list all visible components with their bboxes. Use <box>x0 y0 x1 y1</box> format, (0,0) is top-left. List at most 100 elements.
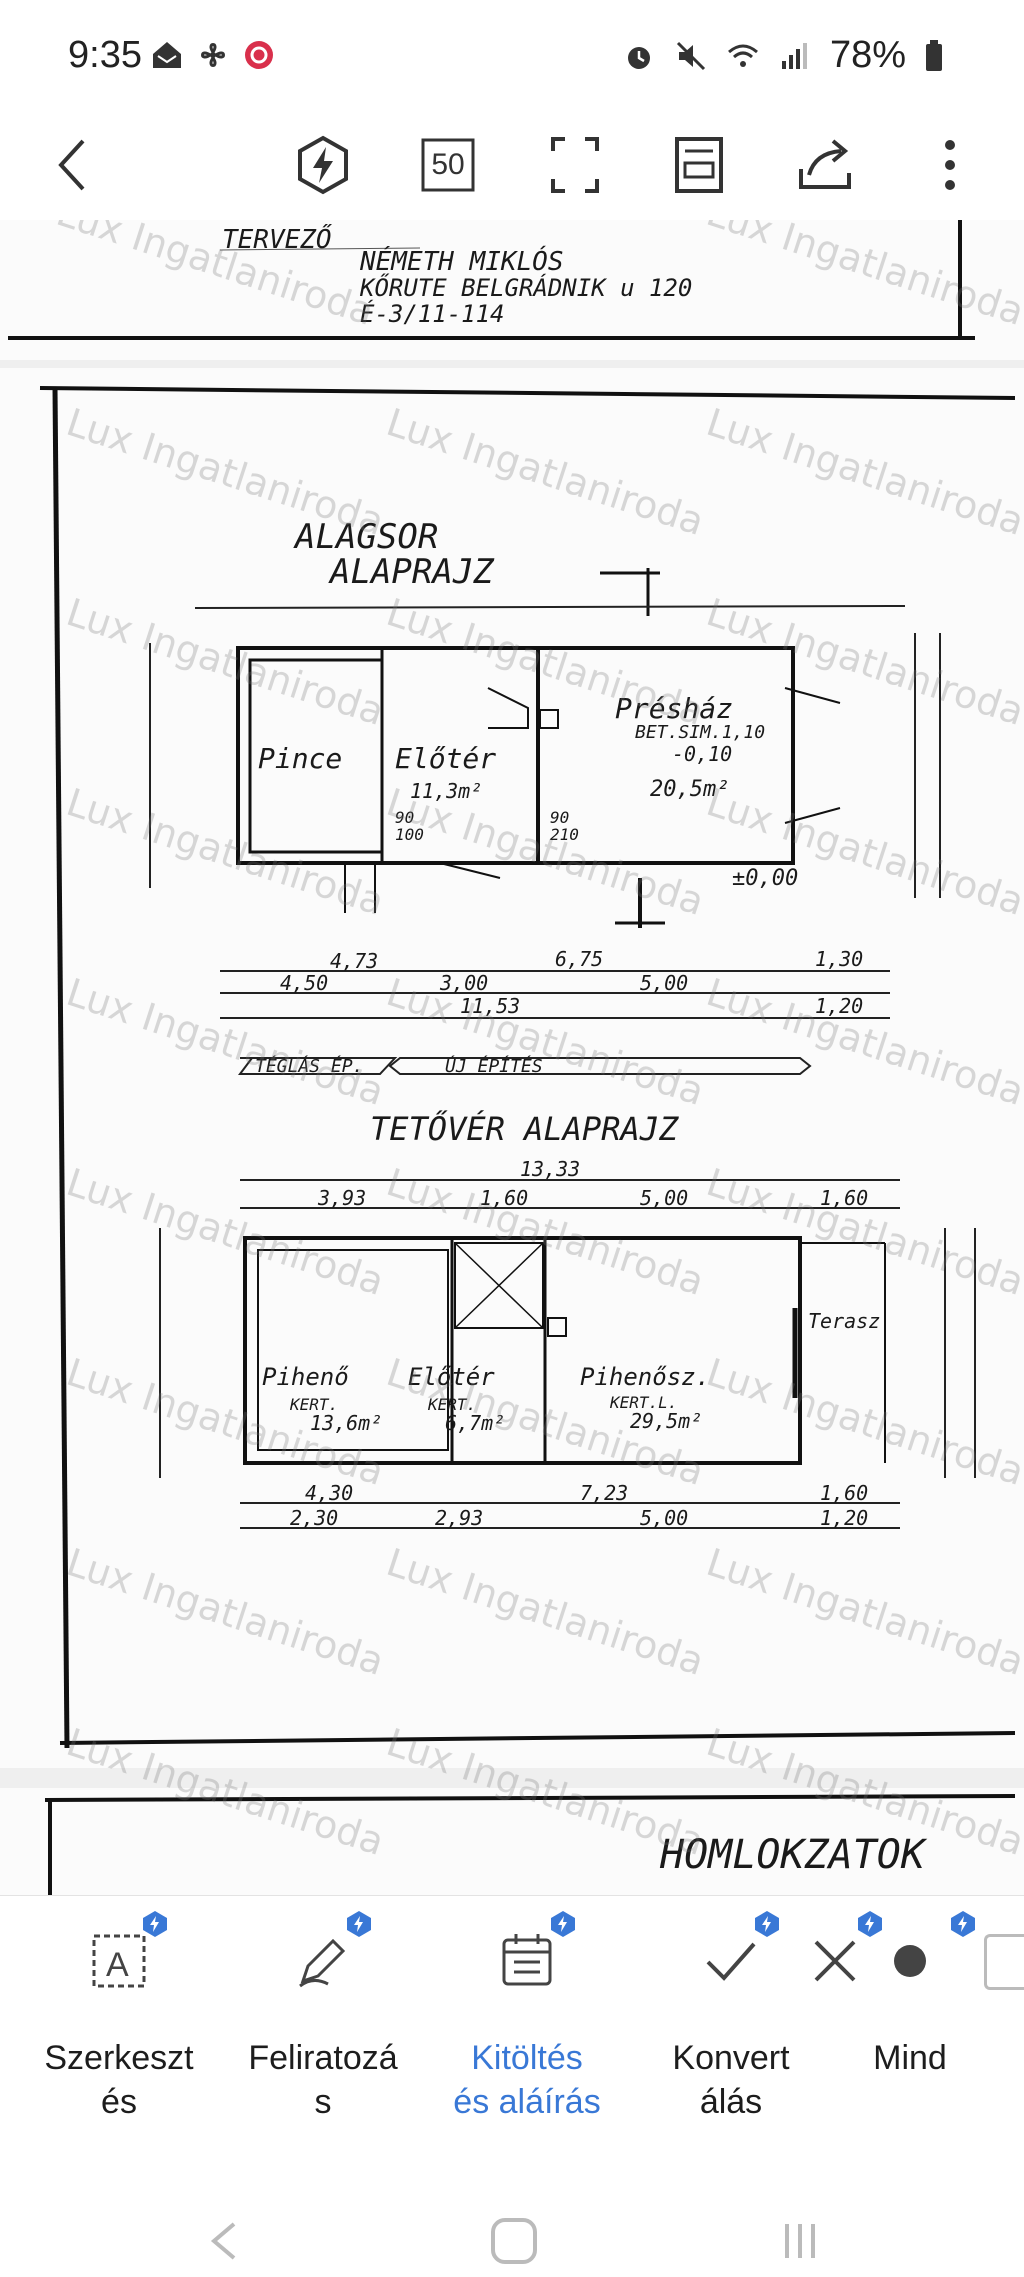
status-bar: 9:35 78% <box>0 0 1024 110</box>
room-eloter-g-area: 6,7m² <box>445 1411 505 1435</box>
alarm-icon <box>627 46 650 69</box>
form-icon <box>502 1934 552 1986</box>
designer-label: TERVEZŐ <box>222 223 333 255</box>
facade-drawing: HOMLOKZATOK <box>44 1794 1016 1895</box>
page-number-button[interactable]: 50 <box>413 130 483 200</box>
ai-assist-button[interactable] <box>288 130 358 200</box>
room-piheno2-sub: KERT.L. <box>609 1393 677 1412</box>
material-old: TÉGLÁS ÉP. <box>255 1055 363 1077</box>
room-piheno2-area: 29,5m² <box>630 1409 702 1433</box>
room-eloter-b: Előtér <box>395 742 496 775</box>
pdf-toolbar: 50 <box>0 110 1024 220</box>
designer-address: KŐRUTE BELGRÁDNIK u 120 <box>359 272 692 302</box>
lightning-hexagon-icon <box>298 135 348 195</box>
share-button[interactable] <box>790 130 860 200</box>
tool-convert-label: Konvert álás <box>672 2039 790 2121</box>
dim-b-1: 6,75 <box>555 947 603 971</box>
svg-text:A: A <box>106 1946 129 1984</box>
facade-title: HOMLOKZATOK <box>659 1832 928 1878</box>
ground-title: TETŐVÉR ALAPRAJZ <box>370 1109 679 1148</box>
dim-gb-5: 5,00 <box>640 1506 688 1530</box>
text-box-icon: A <box>92 1934 146 1988</box>
pdf-page-3: HOMLOKZATOK <box>0 1788 1024 1895</box>
premium-badge-icon <box>951 1911 975 1937</box>
dim-b-2: 1,30 <box>815 947 863 971</box>
tool-all[interactable]: Mind <box>840 1896 980 2146</box>
designer-name: NÉMETH MIKLÓS <box>359 245 564 277</box>
title-block-drawing: TERVEZŐ NÉMETH MIKLÓS KŐRUTE BELGRÁDNIK … <box>8 220 975 340</box>
recents-nav-icon[interactable] <box>775 2216 825 2266</box>
door-size-1: 90 <box>395 808 414 827</box>
room-piheno2: Pihenősz. <box>580 1363 710 1391</box>
wifi-icon <box>727 44 758 67</box>
designer-license: É-3/11-114 <box>360 299 505 328</box>
tool-fill-sign[interactable]: Kitöltés és aláírás <box>442 1896 612 2146</box>
pdf-page-2: ALAGSOR ALAPRAJZ Pince Előtér 11,3m² Pré… <box>0 368 1024 1768</box>
battery-level: 78% <box>829 34 906 76</box>
battery-icon <box>926 39 942 71</box>
door-size-4: 210 <box>550 825 579 844</box>
close-icon <box>814 1940 856 1982</box>
room-eloter-g: Előtér <box>408 1363 495 1391</box>
dim-g-0: 13,33 <box>520 1157 580 1181</box>
home-mail-icon <box>153 42 181 68</box>
room-preshaz: Présház <box>615 692 733 725</box>
tool-fill-sign-label: Kitöltés és aláírás <box>453 2039 601 2121</box>
room-piheno1: Pihenő <box>262 1363 349 1391</box>
document-view-icon <box>675 137 723 193</box>
app-notification-icon <box>245 41 273 69</box>
dim-b-4: 3,00 <box>439 971 488 995</box>
dim-gb-6: 1,20 <box>820 1506 868 1530</box>
premium-badge-icon <box>143 1911 167 1937</box>
room-pince: Pince <box>258 742 342 775</box>
back-nav-icon[interactable] <box>200 2216 250 2266</box>
tool-edit-label: Szerkeszt és <box>44 2039 194 2121</box>
document-viewer[interactable]: TERVEZŐ NÉMETH MIKLÓS KŐRUTE BELGRÁDNIK … <box>0 220 1024 1895</box>
dim-g-2: 1,60 <box>480 1186 528 1210</box>
pen-icon <box>299 1938 346 1988</box>
home-nav-icon[interactable] <box>487 2214 541 2268</box>
material-new: ÚJ ÉPÍTÉS <box>445 1055 543 1077</box>
page-counter-icon <box>421 138 475 192</box>
dim-g-4: 1,60 <box>820 1186 868 1210</box>
back-button[interactable] <box>38 130 108 200</box>
page-view-button[interactable] <box>664 130 734 200</box>
dim-gb-4: 2,93 <box>435 1506 483 1530</box>
navigation-bar <box>0 2196 1024 2277</box>
dim-gb-2: 1,60 <box>820 1481 868 1505</box>
room-preshaz-sub: BET.SIM.1,10 <box>635 722 765 743</box>
room-piheno1-sub: KERT. <box>289 1395 338 1414</box>
floor-plan-drawing: ALAGSOR ALAPRAJZ Pince Előtér 11,3m² Pré… <box>39 386 1016 1749</box>
fit-screen-button[interactable] <box>540 130 610 200</box>
room-piheno1-area: 13,6m² <box>310 1411 382 1435</box>
pdf-page-1: TERVEZŐ NÉMETH MIKLÓS KŐRUTE BELGRÁDNIK … <box>0 220 1024 360</box>
tool-annotate-label: Feliratozá s <box>248 2039 398 2121</box>
dim-b-3: 4,50 <box>280 971 328 995</box>
pinwheel-icon <box>201 43 225 67</box>
tool-edit[interactable]: A Szerkeszt és <box>34 1896 204 2146</box>
tool-close[interactable] <box>785 1896 885 2146</box>
tool-annotate[interactable]: Feliratozá s <box>238 1896 408 2146</box>
back-arrow-icon <box>58 139 85 191</box>
notification-icons <box>150 38 276 72</box>
tool-convert[interactable]: Konvert álás <box>646 1896 816 2146</box>
edit-tools-panel: A Szerkeszt és Feliratozá s Kitöltés és … <box>0 1895 1024 2277</box>
premium-badge-icon <box>858 1911 882 1937</box>
dim-b-5: 5,00 <box>640 971 688 995</box>
more-options-button[interactable] <box>915 130 985 200</box>
dim-gb-3: 2,30 <box>290 1506 338 1530</box>
room-eloter-g-sub: KERT. <box>427 1395 476 1414</box>
premium-badge-icon <box>551 1911 575 1937</box>
next-tool-partial[interactable] <box>984 1934 1024 1990</box>
dim-gb-0: 4,30 <box>305 1481 353 1505</box>
signal-icon <box>781 42 807 69</box>
dim-gb-1: 7,23 <box>580 1481 628 1505</box>
more-vert-icon <box>945 140 955 190</box>
dot-icon <box>894 1945 926 1977</box>
dim-g-3: 5,00 <box>640 1186 688 1210</box>
mute-icon <box>676 41 705 70</box>
premium-badge-icon <box>347 1911 371 1937</box>
level-zero: ±0,00 <box>732 866 798 891</box>
tool-all-label: Mind <box>873 2039 947 2077</box>
room-preshaz-level: -0,10 <box>672 742 732 766</box>
